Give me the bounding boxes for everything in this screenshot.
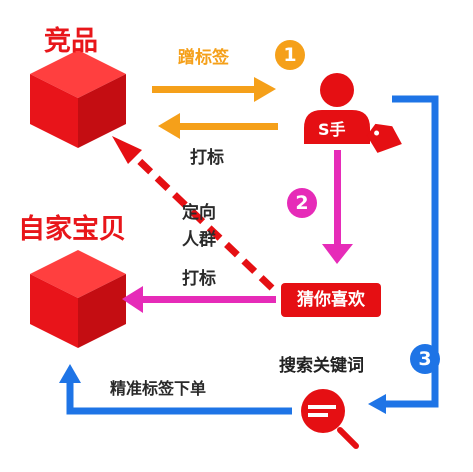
step3-blue-connector xyxy=(368,95,439,414)
tag-competitor-label: 打标 xyxy=(190,148,224,168)
targeted-crowd-label-line1: 定向 xyxy=(182,203,216,223)
guess-you-like-label: 猜你喜欢 xyxy=(297,290,365,310)
targeted-crowd-label-line2: 人群 xyxy=(182,230,216,250)
tag-back-arrow xyxy=(158,113,278,139)
step-2-badge: 2 xyxy=(287,188,317,218)
brush-tags-arrow xyxy=(152,77,276,102)
tag-own-arrow xyxy=(122,286,276,313)
precise-order-label: 精准标签下单 xyxy=(110,379,207,398)
competitor-label: 竞品 xyxy=(44,26,98,57)
step2-down-arrow xyxy=(322,150,353,264)
guess-you-like-box: 猜你喜欢 xyxy=(281,283,381,317)
tag-own-label: 打标 xyxy=(182,269,216,289)
s-hand-label: S手 xyxy=(318,120,346,139)
own-product-label: 自家宝贝 xyxy=(18,214,126,245)
precise-order-blue-arrow xyxy=(59,364,292,415)
brush-tags-label: 蹭标签 xyxy=(178,48,229,68)
person-icon xyxy=(304,73,370,144)
search-icon xyxy=(301,389,359,449)
step-3-badge: 3 xyxy=(410,344,440,374)
step-1-badge: 1 xyxy=(275,40,305,70)
tag-icon xyxy=(366,123,402,153)
search-keyword-label: 搜索关键词 xyxy=(279,356,364,376)
targeted-crowd-dashed-arrow xyxy=(112,136,275,291)
competitor-cube-icon xyxy=(30,50,126,148)
own-product-cube-icon xyxy=(30,250,126,348)
